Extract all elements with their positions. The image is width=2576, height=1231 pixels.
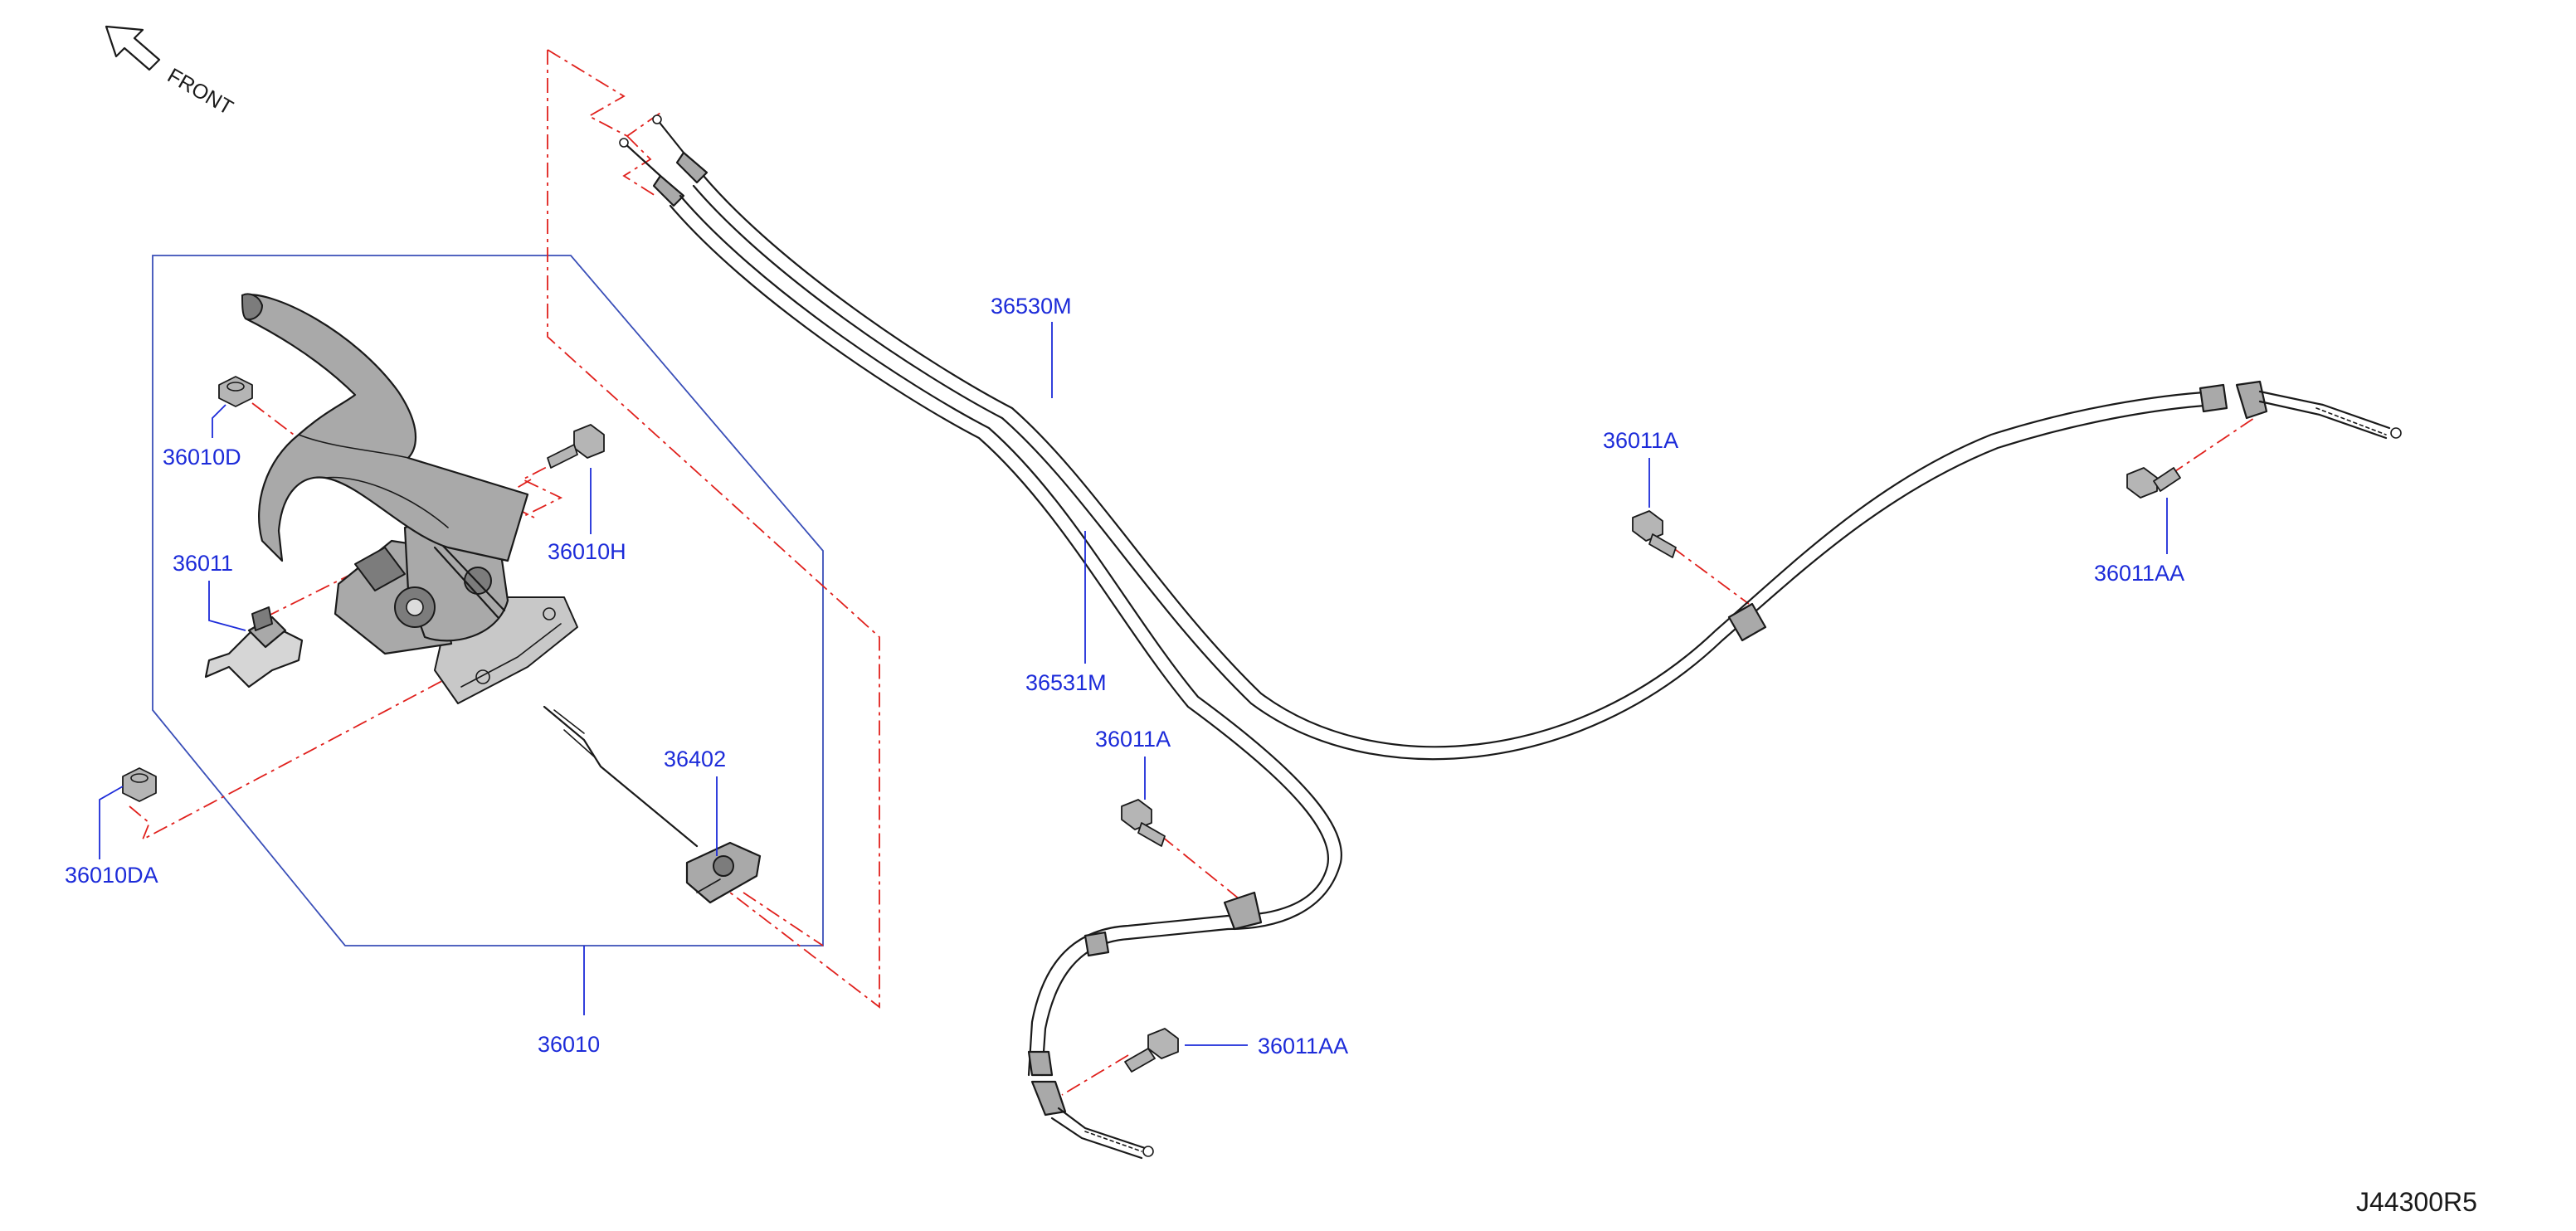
front-label: FRONT xyxy=(163,64,237,119)
callout-36010: 36010 xyxy=(538,1032,600,1057)
callout-36011: 36011 xyxy=(173,551,233,576)
callout-36011a-upper: 36011A xyxy=(1603,428,1678,453)
bolt-36011aa-right-icon xyxy=(2126,467,2181,499)
callout-36530m: 36530M xyxy=(991,294,1072,319)
nut-36010da-icon xyxy=(122,767,157,802)
leader-lines xyxy=(99,322,2168,1046)
callout-36010h: 36010H xyxy=(548,539,626,564)
diagram-code: J44300R5 xyxy=(2356,1187,2477,1217)
rear-brake-cables xyxy=(619,114,2402,1160)
callout-36011aa-lower: 36011AA xyxy=(1258,1034,1348,1058)
bolt-36010h-icon xyxy=(547,424,605,469)
cable-clamp-right xyxy=(1727,602,1767,642)
front-arrow-icon xyxy=(105,25,161,71)
parking-brake-lever xyxy=(241,293,762,904)
bolt-36011a-lower-icon xyxy=(1121,799,1166,847)
bolt-36011a-upper-icon xyxy=(1632,510,1677,558)
callout-36402: 36402 xyxy=(664,747,726,771)
cable-clamp-left xyxy=(1223,891,1263,931)
callout-36010da: 36010DA xyxy=(65,863,158,888)
callout-36011a-lower: 36011A xyxy=(1095,727,1171,752)
brake-switch-bracket xyxy=(204,606,304,688)
callout-36531m: 36531M xyxy=(1025,670,1107,695)
callout-36011aa-right: 36011AA xyxy=(2094,561,2184,586)
callout-36010d: 36010D xyxy=(163,445,241,470)
nut-36010d-icon xyxy=(218,376,253,407)
bolt-36011aa-lower-icon xyxy=(1124,1028,1179,1073)
